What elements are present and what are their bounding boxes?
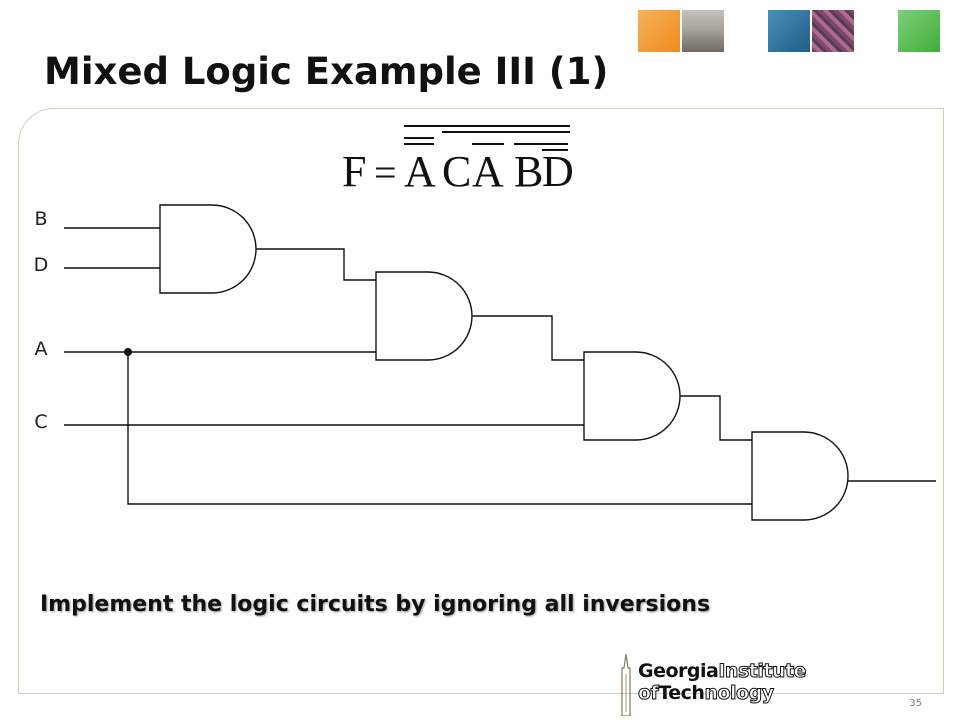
campus-photo-tile bbox=[682, 10, 724, 52]
georgia-tech-logo: GeorgiaInstitute ofTechnology bbox=[612, 654, 822, 716]
input-label-a: A bbox=[34, 338, 48, 360]
formula-term-a1: A bbox=[404, 147, 436, 194]
formula-lhs: F bbox=[342, 147, 366, 194]
tech-tower-icon bbox=[621, 654, 631, 716]
content-frame bbox=[18, 108, 944, 694]
and-gate-3 bbox=[583, 351, 681, 441]
input-label-c: C bbox=[34, 411, 48, 433]
circuit-photo-tile bbox=[812, 10, 854, 52]
slide-number: 35 bbox=[909, 698, 922, 709]
formula-overbars bbox=[404, 125, 570, 151]
and-gate-1 bbox=[159, 204, 257, 294]
formula-term-c: C bbox=[442, 147, 471, 194]
header-image-tiles bbox=[636, 10, 946, 56]
formula-equals: = bbox=[374, 150, 397, 194]
slide-title: Mixed Logic Example III (1) bbox=[44, 50, 609, 93]
and-gate-2 bbox=[375, 271, 473, 361]
logo-line-1: GeorgiaInstitute bbox=[638, 660, 807, 683]
formula-term-b: B bbox=[514, 147, 543, 194]
orange-tile bbox=[638, 10, 680, 52]
input-label-d: D bbox=[33, 254, 49, 276]
wire-g3-g4 bbox=[680, 395, 752, 441]
wire-a-branch bbox=[127, 352, 752, 505]
boolean-formula: F = A C A B D bbox=[342, 125, 574, 194]
blue-tile bbox=[768, 10, 810, 52]
formula-term-d: D bbox=[542, 147, 574, 194]
wire-g2-g3 bbox=[472, 315, 584, 361]
wire-g1-g2 bbox=[256, 248, 376, 281]
input-label-b: B bbox=[34, 208, 48, 230]
logo-line-2: ofTechnology bbox=[637, 682, 774, 705]
green-tile bbox=[898, 10, 940, 52]
instruction-text: Implement the logic circuits by ignoring… bbox=[40, 592, 711, 617]
and-gate-4 bbox=[751, 431, 849, 521]
formula-term-a2: A bbox=[472, 147, 504, 194]
junction-dot bbox=[124, 348, 132, 356]
